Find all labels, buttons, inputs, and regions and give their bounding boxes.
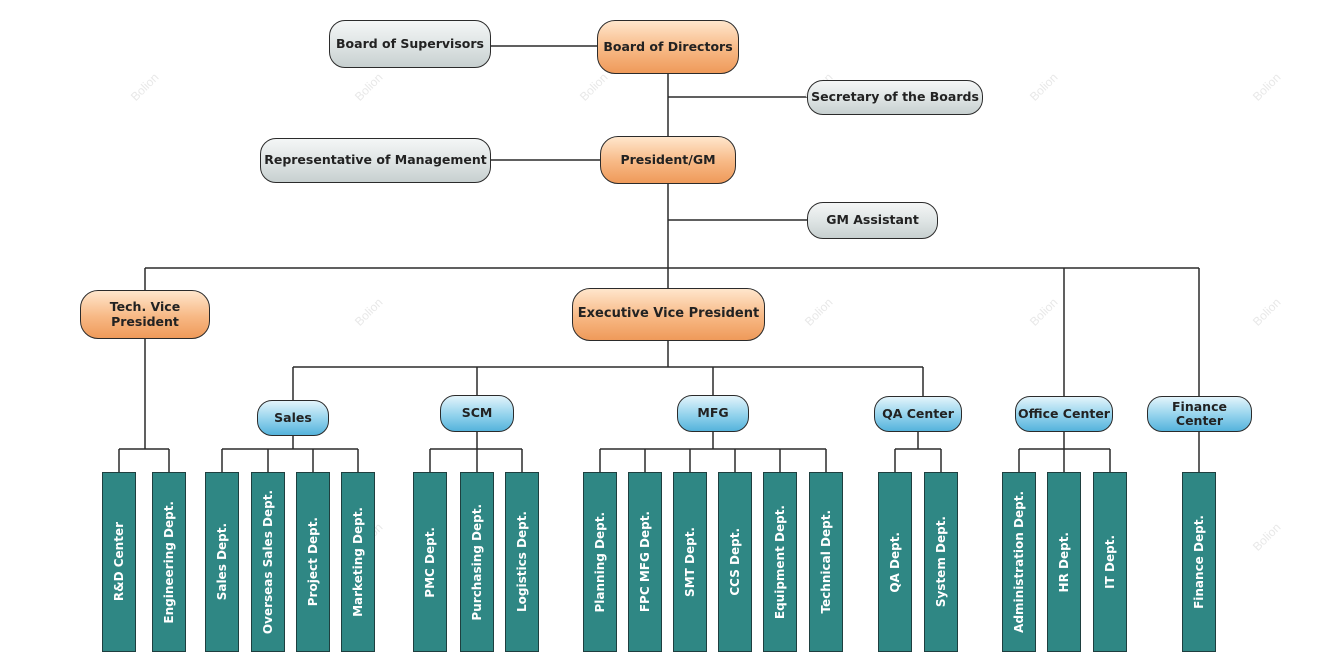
dept-label: PMC Dept. [423,526,437,598]
dept-equipment: Equipment Dept. [763,472,797,652]
dept-administration: Administration Dept. [1002,472,1036,652]
dept-label: Sales Dept. [215,523,229,601]
dept-label: CCS Dept. [728,528,742,596]
dept-label: Purchasing Dept. [470,503,484,621]
dept-label: Marketing Dept. [351,507,365,617]
dept-purchasing: Purchasing Dept. [460,472,494,652]
dept-label: Technical Dept. [819,510,833,614]
dept-label: Project Dept. [306,517,320,607]
dept-label: SMT Dept. [683,527,697,597]
dept-label: R&D Center [112,522,126,602]
president-gm-box: President/GM [600,136,736,184]
secretary-of-the-boards-box: Secretary of the Boards [807,80,983,115]
qa-center-box: QA Center [874,396,962,432]
office-center-box: Office Center [1015,396,1113,432]
dept-label: HR Dept. [1057,531,1071,593]
mfg-center-box: MFG [677,395,749,432]
dept-label: System Dept. [934,516,948,608]
dept-finance: Finance Dept. [1182,472,1216,652]
board-of-supervisors-box: Board of Supervisors [329,20,491,68]
dept-label: FPC MFG Dept. [638,511,652,613]
dept-label: IT Dept. [1103,535,1117,589]
finance-center-box: Finance Center [1147,396,1252,432]
dept-fpc-mfg: FPC MFG Dept. [628,472,662,652]
dept-system: System Dept. [924,472,958,652]
dept-smt: SMT Dept. [673,472,707,652]
dept-planning: Planning Dept. [583,472,617,652]
dept-label: Administration Dept. [1012,491,1026,633]
scm-center-box: SCM [440,395,514,432]
dept-rd-center: R&D Center [102,472,136,652]
dept-overseas-sales: Overseas Sales Dept. [251,472,285,652]
board-of-directors-box: Board of Directors [597,20,739,74]
dept-qa: QA Dept. [878,472,912,652]
dept-pmc: PMC Dept. [413,472,447,652]
gm-assistant-box: GM Assistant [807,202,938,239]
dept-logistics: Logistics Dept. [505,472,539,652]
dept-label: Planning Dept. [593,511,607,613]
tech-vice-president-box: Tech. Vice President [80,290,210,339]
representative-of-management-box: Representative of Management [260,138,491,183]
dept-label: Equipment Dept. [773,504,787,620]
executive-vice-president-box: Executive Vice President [572,288,765,341]
dept-it: IT Dept. [1093,472,1127,652]
dept-label: Engineering Dept. [162,500,176,624]
dept-marketing: Marketing Dept. [341,472,375,652]
dept-hr: HR Dept. [1047,472,1081,652]
dept-label: Finance Dept. [1192,515,1206,609]
dept-engineering: Engineering Dept. [152,472,186,652]
dept-project: Project Dept. [296,472,330,652]
dept-sales: Sales Dept. [205,472,239,652]
dept-label: Logistics Dept. [515,511,529,613]
dept-ccs: CCS Dept. [718,472,752,652]
dept-label: Overseas Sales Dept. [261,489,275,635]
sales-center-box: Sales [257,400,329,436]
dept-label: QA Dept. [888,531,902,593]
dept-technical: Technical Dept. [809,472,843,652]
